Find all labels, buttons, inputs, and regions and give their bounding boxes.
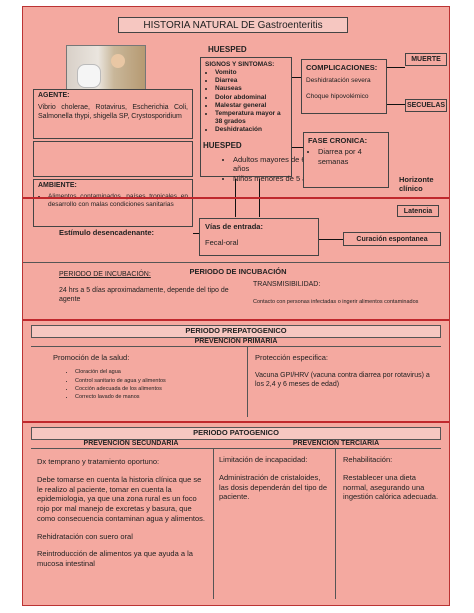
promocion-item: Control sanitario de agua y alimentos [75,377,243,385]
page: HISTORIA NATURAL DE Gastroenteritis HUES… [22,6,450,606]
promocion-item: Correcto lavado de manos [75,393,243,401]
page-title: HISTORIA NATURAL DE Gastroenteritis [118,17,348,33]
arrow-signos-complicaciones [292,77,301,78]
arrow-estimulo-via [193,233,199,234]
rehabilitacion-heading: Rehabilitación: [343,455,393,464]
promocion-box: Promoción de la salud: Cloración del agu… [53,353,243,401]
signos-heading: SIGNOS Y SINTOMAS: [205,61,275,68]
incubacion-text: 24 hrs a 5 días aproximadamente, depende… [59,287,229,303]
ambiente-list: Alimentos contaminados, países tropicale… [38,193,188,209]
secundaria-box: Dx temprano y tratamiento oportuno: Debe… [37,457,209,569]
prevencion-divider [247,347,248,417]
promocion-list: Cloración del agua Control sanitario de … [53,368,243,401]
patient-photo [66,45,146,91]
fase-cronica-box: FASE CRONICA: Diarrea por 4 semanas [303,132,389,188]
patogenico-bar: PERIODO PATOGENICO [31,427,441,440]
ambiente-box: AMBIENTE: Alimentos contaminados, países… [33,179,193,227]
secundaria-p3: Reintroducción de alimentos ya que ayuda… [37,549,193,568]
signos-item: Temperatura mayor a 38 grados [215,110,287,126]
agente-heading: AGENTE: [38,92,70,99]
secundaria-p2: Rehidratación con suero oral [37,531,133,541]
signos-item: Diarrea [215,77,287,85]
proteccion-text: Vacuna GPI/HRV (vacuna contra diarrea po… [255,372,430,389]
huesped-label: HUESPED [208,45,247,54]
signos-item: Nauseas [215,85,287,93]
arrow-signos-fase [292,147,303,148]
huesped-detail-item: Adultos mayores de 60 años [233,155,323,174]
estimulo-label: Estímulo desencadenante: [59,228,155,237]
proteccion-box: Protección especifica: Vacuna GPI/HRV (v… [255,353,435,390]
huesped-detail-item: Niños menores de 5 años [233,174,323,183]
photo-figure [111,54,125,68]
transmisibilidad-text: Contacto con personas infectadas o inger… [253,299,419,305]
separator-line-2 [23,421,449,423]
fase-cronica-heading: FASE CRONICA: [308,136,368,145]
secuelas-box: SECUELAS [405,99,447,112]
transmisibilidad-heading: TRANSMISIBILIDAD: [253,281,321,288]
rehabilitacion-box: Rehabilitación: Restablecer una dieta no… [343,455,441,502]
fase-cronica-list: Diarrea por 4 semanas [308,147,384,166]
latencia-box: Latencia [397,205,439,217]
limitacion-heading: Limitación de incapacidad: [219,455,308,464]
incubacion-bar: PERIODO DE INCUBACIÓN [189,267,287,276]
via-entrada-heading: Vías de entrada: [205,222,263,231]
agente-empty-box [33,141,193,177]
complicaciones-heading: COMPLICACIONES: [306,63,378,72]
patogenico-divider-1 [213,449,214,599]
prepatogenico-bar: PERIODO PREPATOGENICO [31,325,441,338]
promocion-item: Cocción adecuada de los alimentos [75,385,243,393]
signos-list: Vomito Diarrea Nauseas Dolor abdominal M… [205,69,287,134]
agente-text: Vibrio cholerae, Rotavirus, Escherichia … [38,103,188,120]
prevencion-primaria-bar: PREVENCION PRIMARIA [31,337,441,347]
signos-item: Malestar general [215,102,287,110]
complicaciones-box: COMPLICACIONES: Deshidratación severa Ch… [301,59,387,114]
photo-toilet [77,64,101,88]
agente-box: AGENTE: Vibrio cholerae, Rotavirus, Esch… [33,89,193,139]
limitacion-box: Limitación de incapacidad: Administració… [219,455,331,502]
complicaciones-item: Choque hipovolémico [306,92,369,100]
huesped-detail: Adultos mayores de 60 años Niños menores… [223,155,323,183]
incubacion-label: PERIODO DE INCUBACIÓN: [59,271,151,278]
secundaria-heading: Dx temprano y tratamiento oportuno: [37,457,160,466]
patogenico-divider-2 [335,449,336,599]
horizonte-line [23,197,449,199]
signos-item: Deshidratación [215,126,287,134]
arrow-via-curacion [319,239,343,240]
signos-box: SIGNOS Y SINTOMAS: Vomito Diarrea Nausea… [200,57,292,177]
signos-item: Dolor abdominal [215,94,287,102]
ambiente-item: Alimentos contaminados, países tropicale… [48,193,188,209]
prevencion-secundaria-bar: PREVENCION SECUNDARIA [31,439,231,449]
curacion-box: Curación espontanea [343,232,441,246]
horizonte-label: Horizonte clínico [399,175,434,194]
signos-item: Vomito [215,69,287,77]
arrow-complicaciones-secuelas [387,104,405,105]
incubacion-top-line [23,262,449,263]
fase-cronica-item: Diarrea por 4 semanas [318,147,384,166]
rehabilitacion-text: Restablecer una dieta normal, asegurando… [343,472,439,502]
muerte-box: MUERTE [405,53,447,66]
separator-line [23,319,449,321]
complicaciones-item: Deshidratación severa [306,77,371,85]
promocion-item: Cloración del agua [75,368,243,376]
via-entrada-box: Vías de entrada: Fecal-oral [199,218,319,256]
via-entrada-value: Fecal-oral [205,238,239,248]
promocion-heading: Promoción de la salud: [53,353,130,362]
arrow-complicaciones-muerte [387,67,405,68]
ambiente-heading: AMBIENTE: [38,182,77,189]
huesped-overlap-label: HUESPED [203,141,242,150]
secundaria-p1: Debe tomarse en cuenta la historia clíni… [37,474,206,523]
proteccion-heading: Protección especifica: [255,353,328,362]
prevencion-terciaria-bar: PREVENCION TERCIARIA [231,439,441,449]
limitacion-text: Administración de cristaloides, las dosi… [219,472,327,502]
